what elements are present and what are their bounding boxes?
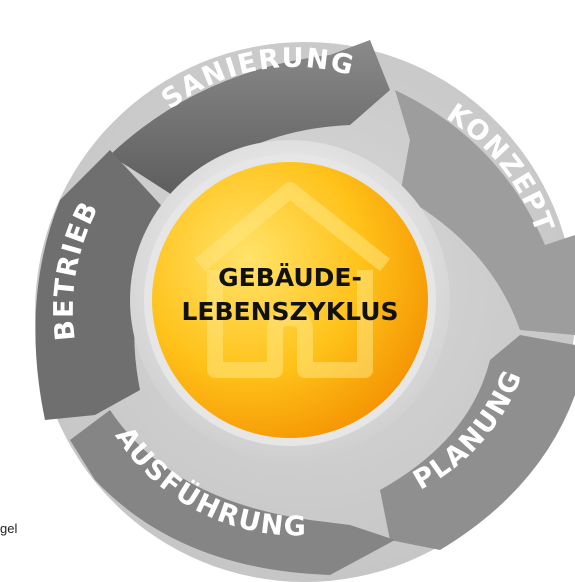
corner-text-fragment: gel bbox=[0, 521, 18, 536]
house-icon bbox=[194, 182, 390, 378]
segment-planung[interactable] bbox=[380, 335, 575, 550]
segment-sanierung[interactable] bbox=[110, 40, 390, 200]
segment-ausfuehrung[interactable] bbox=[70, 410, 395, 575]
segment-betrieb[interactable] bbox=[35, 150, 170, 420]
center-title-line2: LEBENSZYKLUS bbox=[181, 297, 398, 326]
segment-konzept[interactable] bbox=[395, 90, 575, 335]
center-title-line1: GEBÄUDE- bbox=[218, 262, 362, 292]
